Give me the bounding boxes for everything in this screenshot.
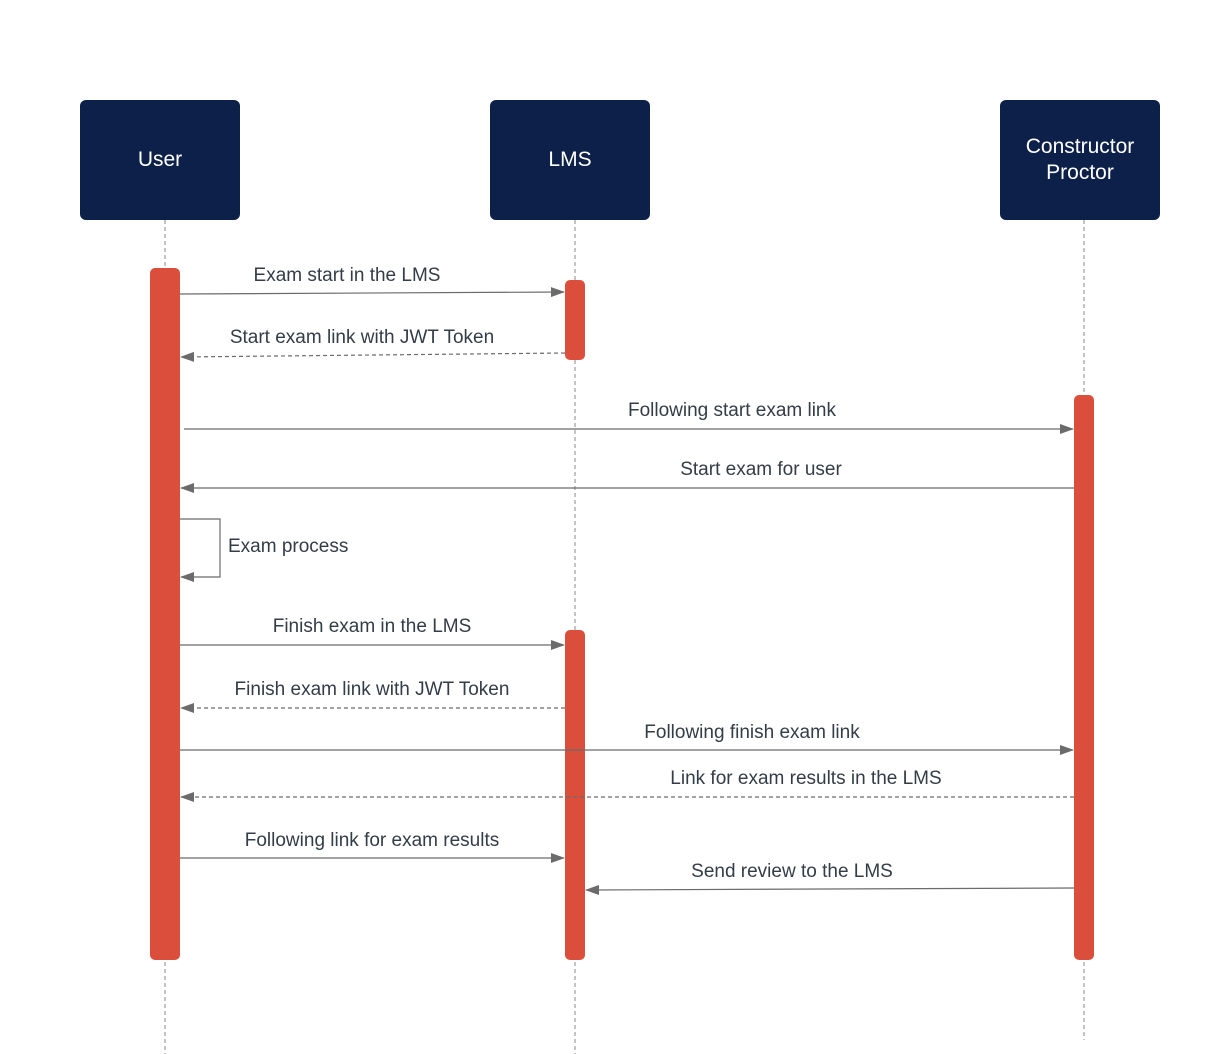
message-results-link-label: Link for exam results in the LMS xyxy=(670,768,941,789)
message-following-start-link-label: Following start exam link xyxy=(628,400,837,421)
message-following-finish-link: Following finish exam link xyxy=(180,722,1074,755)
message-exam-process: Exam process xyxy=(180,518,348,582)
activation-lms-2 xyxy=(565,630,585,960)
message-finish-exam-link: Finish exam link with JWT Token xyxy=(180,679,565,713)
message-start-exam-for-user: Start exam for user xyxy=(180,459,1074,493)
activation-user xyxy=(150,268,180,960)
message-following-results-link-label: Following link for exam results xyxy=(245,830,499,851)
message-start-exam-for-user-label: Start exam for user xyxy=(680,459,842,480)
message-start-exam-link: Start exam link with JWT Token xyxy=(180,327,566,362)
message-send-review: Send review to the LMS xyxy=(585,861,1075,895)
message-following-results-link: Following link for exam results xyxy=(180,830,565,863)
activation-proctor xyxy=(1074,395,1094,960)
message-exam-process-arrow xyxy=(180,518,221,582)
message-exam-process-label: Exam process xyxy=(228,536,348,557)
message-start-exam-link-label: Start exam link with JWT Token xyxy=(230,327,494,348)
participant-user: User xyxy=(80,100,240,220)
participant-proctor-label: Constructor Proctor xyxy=(1025,135,1135,184)
participant-user-label: User xyxy=(137,148,183,171)
message-exam-start-arrow xyxy=(179,287,565,298)
participant-proctor: Constructor Proctor xyxy=(1000,100,1160,220)
participant-lms-label: LMS xyxy=(548,148,592,171)
message-following-start-link: Following start exam link xyxy=(184,400,1074,434)
message-send-review-label: Send review to the LMS xyxy=(691,861,893,882)
message-finish-exam-label: Finish exam in the LMS xyxy=(273,616,472,637)
activation-lms-1 xyxy=(565,280,585,360)
message-following-finish-link-label: Following finish exam link xyxy=(644,722,860,743)
message-exam-start: Exam start in the LMS xyxy=(179,265,565,298)
message-start-exam-link-arrow xyxy=(180,351,566,362)
message-finish-exam: Finish exam in the LMS xyxy=(180,616,565,650)
message-results-link: Link for exam results in the LMS xyxy=(180,768,1074,802)
message-send-review-arrow xyxy=(585,884,1075,895)
message-finish-exam-link-label: Finish exam link with JWT Token xyxy=(235,679,510,700)
participant-lms: LMS xyxy=(490,100,650,220)
message-exam-start-label: Exam start in the LMS xyxy=(254,265,441,286)
